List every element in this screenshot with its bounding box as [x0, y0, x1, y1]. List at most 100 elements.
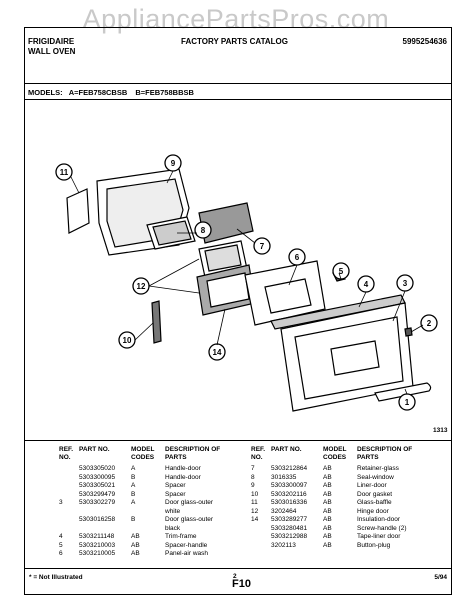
- header-brand-block: FRIGIDAIRE WALL OVEN: [28, 37, 75, 57]
- revision-date: 5/94: [434, 574, 447, 581]
- part-no-cell: 5303016258: [79, 516, 116, 523]
- ref-no-cell: 12: [251, 507, 259, 515]
- model-codes-cell: B: [131, 516, 136, 523]
- model-codes-cell: A: [131, 465, 136, 472]
- callout-label: 1: [405, 398, 410, 407]
- model-codes-cell: AB: [131, 550, 140, 557]
- ref-no-cell: 9: [251, 482, 255, 489]
- callout-label: 9: [171, 159, 176, 168]
- part-no-cell: 5303202116: [271, 490, 307, 498]
- ref-no-cell: [59, 491, 79, 500]
- part-no-cell: 5303211148: [79, 533, 115, 540]
- description-cell: Door gasket: [357, 490, 393, 498]
- part-no-cell: 5303300097: [271, 482, 308, 489]
- table-row: white: [59, 508, 229, 517]
- part-no-cell: 3016335: [271, 473, 297, 481]
- callout-label: 12: [137, 282, 146, 291]
- model-codes-cell: A: [131, 482, 136, 489]
- model-codes-cell: AB: [323, 524, 332, 532]
- model-codes-cell: AB: [323, 465, 332, 472]
- description-cell: Glass-baffle: [357, 499, 392, 506]
- ref-no-cell: [59, 465, 79, 474]
- ref-no-cell: 7: [251, 465, 255, 472]
- col-description: DESCRIPTION OF PARTS: [357, 446, 413, 461]
- ref-no-cell: 11: [251, 499, 258, 506]
- ref-no-cell: 8: [251, 473, 255, 481]
- part-no-cell: 5303212864: [271, 465, 308, 472]
- ref-no-cell: 4: [59, 533, 63, 540]
- ref-no-cell: 10: [251, 490, 259, 498]
- description-cell: Liner-door: [357, 482, 387, 489]
- part-no-cell: 3202113: [271, 541, 296, 549]
- parts-table-right: REF. NO. PART NO. MODEL CODES DESCRIPTIO…: [251, 446, 425, 550]
- table-row: 7 5303212864 AB Retainer-glass: [251, 465, 425, 474]
- ref-no-cell: [59, 525, 79, 534]
- callout-numbers: 11 9 8 7 12 6 5 4 3 10 14 2 1: [60, 159, 432, 407]
- description-cell: Door glass-outer: [165, 516, 214, 523]
- description-cell: Screw-handle (2): [357, 524, 407, 532]
- table-row: 8 3016335 AB Seal-window: [251, 474, 425, 483]
- callout-label: 10: [123, 336, 132, 345]
- models-line: MODELS: A=FEB758CBSB B=FEB758BBSB: [28, 88, 194, 97]
- description-cell: Door glass-outer: [165, 499, 214, 506]
- ref-no-cell: [251, 525, 271, 534]
- parts-table-left: REF. NO. PART NO. MODEL CODES DESCRIPTIO…: [59, 446, 229, 559]
- callout-2: [420, 314, 438, 332]
- ref-no-cell: 6: [59, 550, 63, 557]
- footer-rule: [25, 568, 451, 569]
- ref-no-cell: [59, 508, 79, 517]
- part-no-cell: 5303305020: [79, 465, 116, 472]
- callout-label: 6: [295, 253, 300, 262]
- col-part-no: PART NO.: [79, 446, 110, 453]
- footnote: * = Not Illustrated: [29, 574, 83, 581]
- catalog-title: FACTORY PARTS CATALOG: [181, 37, 288, 46]
- table-header-row: REF. NO. PART NO. MODEL CODES DESCRIPTIO…: [251, 446, 425, 465]
- model-codes-cell: AB: [131, 533, 140, 540]
- ref-no-cell: 14: [251, 516, 259, 523]
- brand-name: FRIGIDAIRE: [28, 37, 75, 46]
- callout-label: 14: [213, 348, 222, 357]
- description-cell: Trim-frame: [165, 533, 197, 540]
- model-codes-cell: AB: [323, 533, 332, 540]
- sheet-number: 2: [233, 573, 237, 580]
- table-top-rule: [25, 440, 451, 441]
- model-a: A=FEB758CBSB: [68, 88, 128, 97]
- callout-label: 2: [427, 319, 432, 328]
- table-row: 5303016258 B Door glass-outer: [59, 516, 229, 525]
- model-b: B=FEB758BBSB: [135, 88, 194, 97]
- callout-8: [194, 221, 212, 239]
- description-cell: Retainer-glass: [357, 465, 399, 472]
- ref-no-cell: [59, 474, 79, 483]
- catalog-number: 5995254636: [402, 37, 448, 46]
- callout-label: 11: [60, 168, 69, 177]
- page-code: F10: [232, 578, 251, 590]
- description-cell: Handle-door: [165, 465, 201, 472]
- model-codes-cell: [131, 508, 165, 517]
- description-cell: Spacer-handle: [165, 541, 208, 549]
- description-cell: Seal-window: [357, 473, 394, 481]
- description-cell: Handle-door: [165, 473, 201, 481]
- model-codes-cell: AB: [323, 473, 332, 481]
- callout-10: [55, 163, 73, 181]
- col-part-no: PART NO.: [271, 446, 302, 453]
- col-ref-no: REF. NO.: [251, 446, 266, 461]
- part-no-cell: 5303302279: [79, 499, 116, 506]
- models-label: MODELS:: [28, 88, 63, 97]
- callout-label: 3: [403, 279, 408, 288]
- model-codes-cell: AB: [323, 516, 332, 523]
- table-row: 4 5303211148 AB Trim-frame: [59, 533, 229, 542]
- model-codes-cell: AB: [323, 507, 332, 515]
- product-name: WALL OVEN: [28, 47, 76, 56]
- table-row: 5303305020 A Handle-door: [59, 465, 229, 474]
- part-no-cell: [79, 525, 131, 534]
- ref-no-cell: [59, 482, 79, 491]
